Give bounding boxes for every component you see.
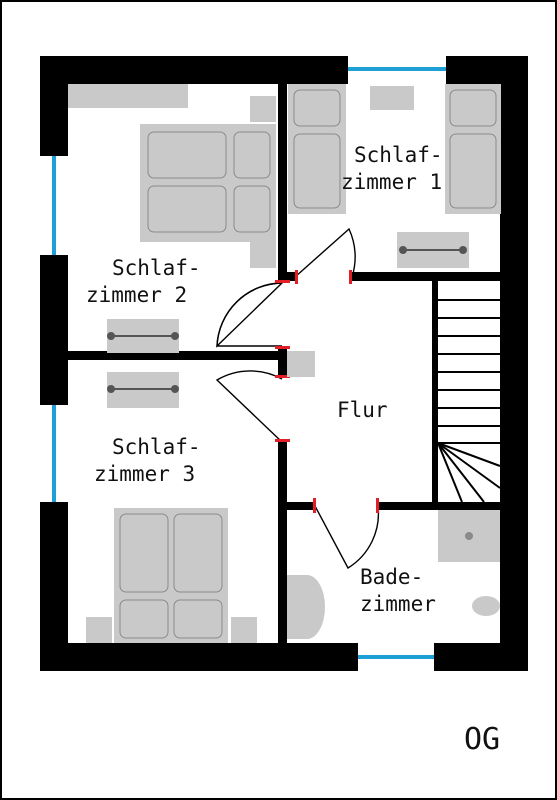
door-bedroom1 <box>294 227 356 278</box>
doors <box>215 227 380 569</box>
door-bathroom <box>314 505 380 569</box>
windows <box>52 67 446 659</box>
label-bathroom-line2: zimmer <box>360 592 436 616</box>
nightstand-icon <box>231 617 257 643</box>
wardrobe-bedroom2 <box>68 84 188 108</box>
bathtub-icon <box>287 575 325 639</box>
double-bed-bedroom3 <box>114 508 228 643</box>
single-bed-right-bedroom1 <box>445 84 501 214</box>
label-bathroom-line1: Bade- <box>360 565 423 589</box>
floor-label: OG <box>464 722 500 757</box>
cabinet-hallway <box>287 351 315 377</box>
drain-icon <box>465 532 473 540</box>
window-left-upper <box>52 156 56 255</box>
label-bedroom1-line1: Schlaf- <box>354 143 443 167</box>
label-hallway: Flur <box>337 398 388 422</box>
nightstand-icon <box>250 242 276 268</box>
interior-walls <box>68 84 500 643</box>
label-bedroom3-line1: Schlaf- <box>112 435 201 459</box>
single-bed-left-bedroom1 <box>288 84 346 214</box>
window-bottom <box>358 655 434 659</box>
window-left-lower <box>52 405 56 502</box>
window-top <box>348 67 446 71</box>
outer-walls <box>40 56 528 671</box>
label-bedroom2-line2: zimmer 2 <box>86 283 187 307</box>
chair-bars <box>107 246 467 393</box>
staircase <box>437 299 501 503</box>
label-bedroom1-line2: zimmer 1 <box>341 170 442 194</box>
label-bedroom2-line1: Schlaf- <box>112 256 201 280</box>
label-bedroom3-line2: zimmer 3 <box>94 462 195 486</box>
nightstand-icon <box>250 96 276 122</box>
door-bedroom3 <box>215 370 283 443</box>
shelf-bedroom1 <box>370 86 414 110</box>
door-jambs <box>275 270 379 513</box>
double-bed-bedroom2 <box>140 124 276 242</box>
washbasin-icon <box>472 596 500 616</box>
furniture <box>68 84 501 643</box>
nightstand-icon <box>86 617 112 643</box>
